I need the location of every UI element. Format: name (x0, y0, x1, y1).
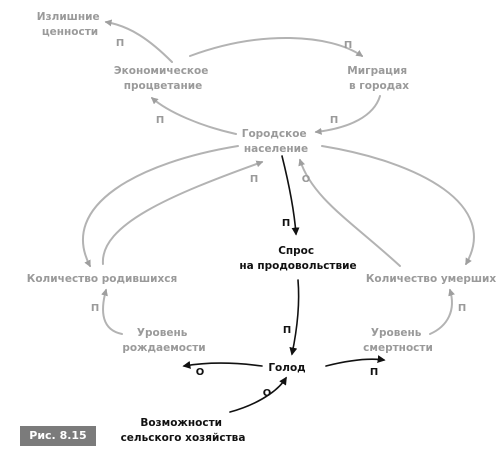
polarity-births-to-population: П (250, 174, 258, 185)
polarity-prosperity-to-excess: П (116, 38, 124, 49)
node-excess-values: Излишние ценности (37, 11, 103, 38)
link-prosperity-to-migration (189, 37, 364, 57)
link-population-to-deaths (321, 145, 475, 266)
node-agriculture: Возможности сельского хозяйства (121, 417, 246, 444)
node-famine: Голод (268, 362, 305, 374)
polarity-famine-to-birthrate: О (196, 367, 205, 378)
link-births-to-population (101, 160, 264, 265)
link-agriculture-to-famine (229, 376, 287, 413)
link-population-to-demand (281, 155, 300, 236)
node-food-demand: Спрос на продовольствие (239, 245, 356, 272)
link-deathrate-to-deaths (429, 288, 455, 335)
polarity-migration-to-population: П (330, 115, 338, 126)
link-demand-to-famine (289, 279, 300, 356)
link-population-to-births (82, 145, 239, 268)
polarity-population-to-prosperity: П (156, 115, 164, 126)
node-death-rate: Уровень смертности (363, 327, 433, 354)
link-migration-to-population (314, 95, 381, 135)
polarity-prosperity-to-migration: П (344, 40, 352, 51)
node-birth-rate: Уровень рождаемости (122, 327, 205, 354)
node-economic-prosperity: Экономическое процветание (114, 65, 212, 92)
node-urban-population: Городское население (242, 128, 310, 155)
figure-label: Рис. 8.15 (20, 426, 96, 446)
link-famine-to-birthrate (182, 361, 263, 369)
polarity-agriculture-to-famine: О (263, 388, 272, 399)
link-population-to-prosperity (150, 97, 237, 135)
link-deaths-to-population (298, 158, 401, 267)
link-famine-to-deathrate (325, 355, 386, 367)
node-migration: Миграция в городах (347, 65, 410, 92)
node-deaths-count: Количество умерших (366, 273, 497, 285)
polarity-famine-to-deathrate: П (370, 367, 378, 378)
link-prosperity-to-excess (104, 19, 173, 63)
node-births-count: Количество родившихся (27, 273, 177, 285)
polarity-deaths-to-population: О (302, 174, 311, 185)
polarity-birthrate-to-births: П (91, 303, 99, 314)
polarity-deathrate-to-deaths: П (458, 303, 466, 314)
link-birthrate-to-births (101, 288, 123, 335)
polarity-population-to-demand: П (282, 218, 290, 229)
polarity-demand-to-famine: П (283, 325, 291, 336)
